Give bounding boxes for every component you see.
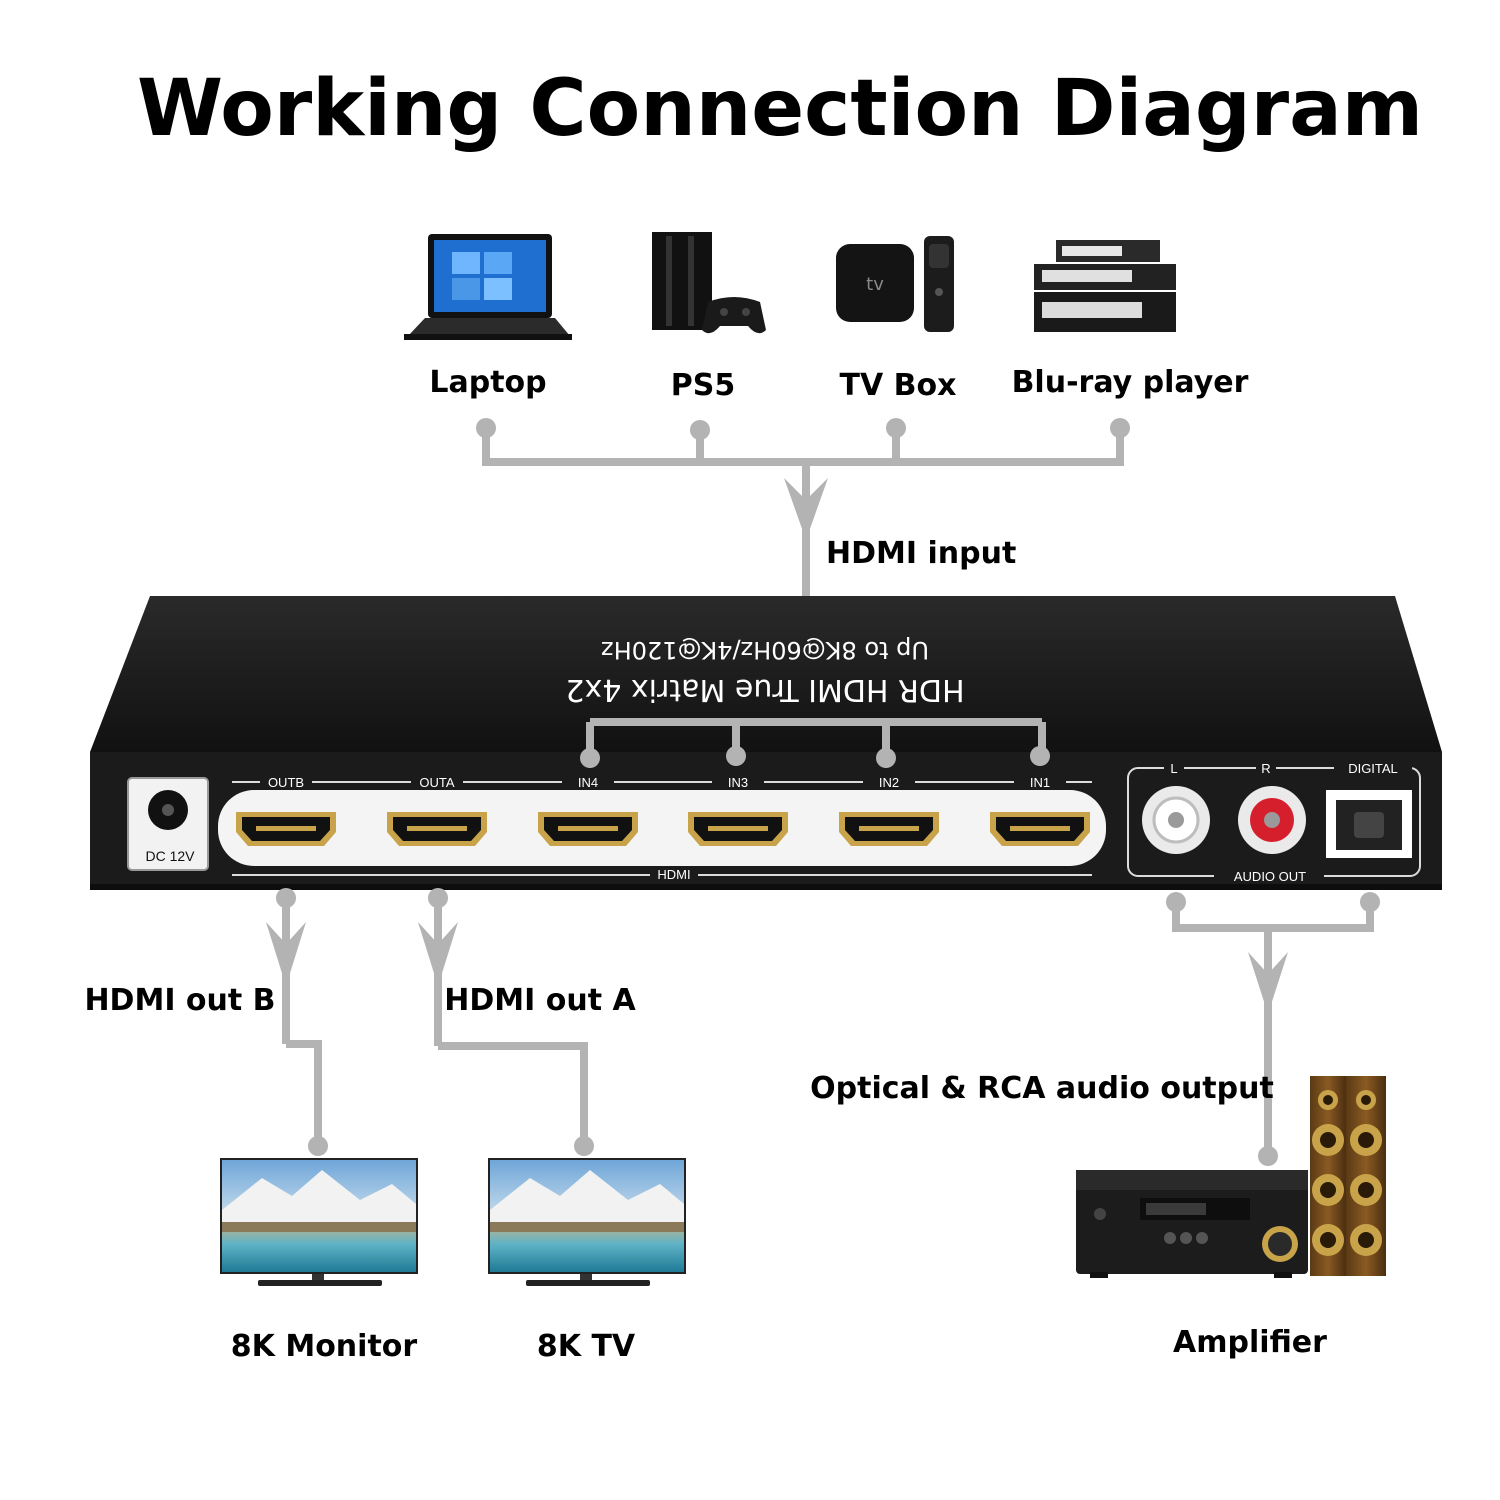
hdmi-port-in4: IN4 <box>538 774 638 846</box>
monitor-icon <box>220 1158 418 1286</box>
tv-icon <box>488 1158 686 1286</box>
port-connector-lines <box>580 718 1050 768</box>
digital-label: DIGITAL <box>1348 761 1398 776</box>
device-spec: Up to 8K@60Hz/4K@120Hz <box>601 636 929 664</box>
port-label: OUTB <box>268 775 304 790</box>
hdmi-port-outa: OUTA <box>387 774 487 846</box>
device-name: HDR HDMI True Matrix 4x2 <box>565 672 964 707</box>
diagram-title: Working Connection Diagram <box>137 64 1423 154</box>
hdmi-port-panel <box>218 790 1106 866</box>
port-label: OUTA <box>419 775 454 790</box>
tv-box-icon: tv <box>836 236 954 332</box>
audio-output-label: Optical & RCA audio output <box>810 1071 1274 1106</box>
optical-port-icon <box>1326 790 1412 858</box>
hdmi-port-outb: OUTB <box>236 774 336 846</box>
source-label-laptop: Laptop <box>429 365 546 400</box>
port-label: IN4 <box>578 775 598 790</box>
sink-label-tv: 8K TV <box>537 1329 636 1364</box>
source-label-bluray: Blu-ray player <box>1012 365 1249 400</box>
input-connector-lines <box>476 418 1130 722</box>
hdmi-port-in3: IN3 <box>688 774 788 846</box>
audio-arrow-icon <box>1248 952 1288 1014</box>
hdmi-input-label: HDMI input <box>826 536 1016 571</box>
rca-left-jack-icon <box>1142 786 1210 854</box>
output-connector-lines <box>266 888 1380 1166</box>
rca-right-jack-icon <box>1238 786 1306 854</box>
audio-left-label: L <box>1170 761 1177 776</box>
source-label-ps5: PS5 <box>671 368 735 403</box>
port-label: IN2 <box>879 775 899 790</box>
matrix-switch-device: HDR HDMI True Matrix 4x2 Up to 8K@60Hz/4… <box>90 596 1442 890</box>
svg-text:tv: tv <box>866 274 884 295</box>
hdmi-port-in2: IN2 <box>839 774 939 846</box>
amplifier-icon <box>1076 1076 1386 1278</box>
out-b-arrow-icon <box>266 922 306 986</box>
hdmi-out-a-label: HDMI out A <box>444 983 636 1018</box>
port-label: IN1 <box>1030 775 1050 790</box>
ps5-console-icon <box>652 232 766 334</box>
source-label-tv-box: TV Box <box>840 368 957 403</box>
laptop-icon <box>404 234 572 340</box>
input-arrow-icon <box>784 478 828 540</box>
hdmi-out-b-label: HDMI out B <box>84 983 275 1018</box>
audio-right-label: R <box>1261 761 1270 776</box>
sink-label-monitor: 8K Monitor <box>231 1329 418 1364</box>
audio-out-label: AUDIO OUT <box>1234 869 1306 884</box>
sink-label-amplifier: Amplifier <box>1173 1325 1327 1360</box>
hdmi-group-label: HDMI <box>657 867 690 882</box>
port-label: IN3 <box>728 775 748 790</box>
bluray-player-icon <box>1034 240 1176 332</box>
hdmi-port-in1: IN1 <box>990 774 1090 846</box>
out-a-arrow-icon <box>418 922 458 986</box>
dc-label: DC 12V <box>145 848 195 864</box>
